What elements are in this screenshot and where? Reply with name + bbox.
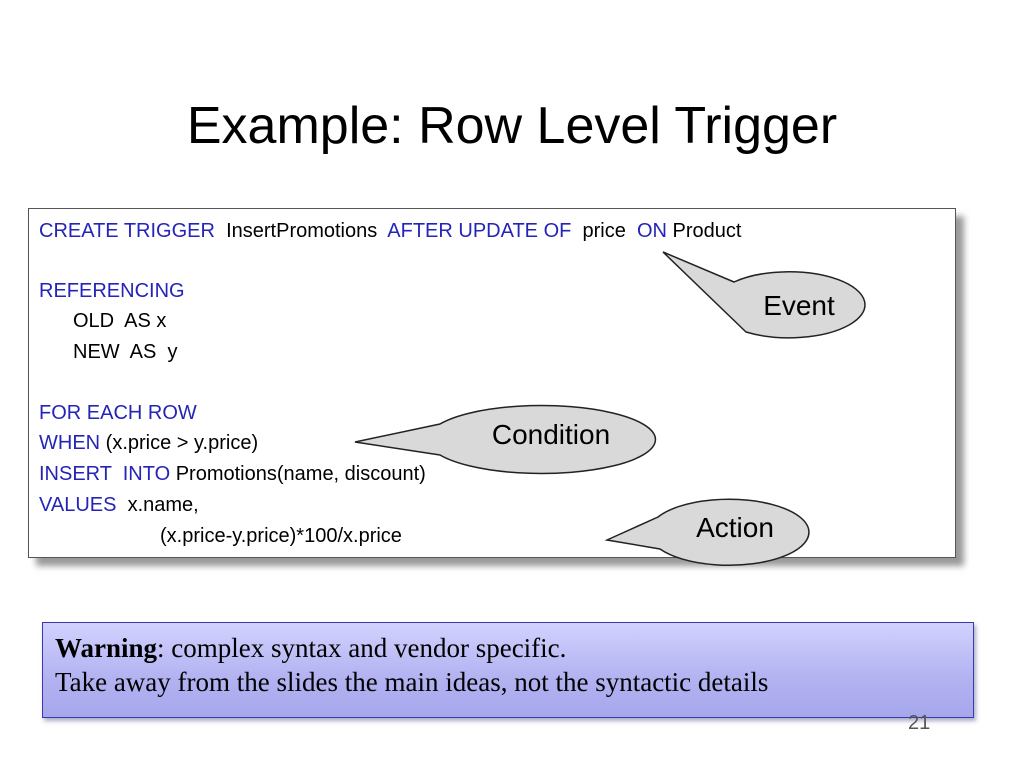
code-line-insert-into: INSERT INTO Promotions(name, discount): [39, 462, 426, 486]
insert-target: Promotions(name, discount): [175, 463, 426, 485]
condition-callout-bubble: [354, 404, 657, 475]
event-callout-bubble: [662, 251, 866, 339]
warning-text: : complex syntax and vendor specific.: [157, 633, 567, 663]
action-label: Action: [696, 512, 774, 543]
keyword-referencing: REFERENCING: [39, 280, 185, 302]
warning-line-1: Warning: complex syntax and vendor speci…: [55, 631, 973, 665]
code-line-referencing: REFERENCING: [39, 279, 185, 303]
code-line-values: VALUES x.name,: [39, 493, 199, 517]
warning-box: Warning: complex syntax and vendor speci…: [42, 622, 974, 718]
event-label: Event: [763, 290, 835, 321]
condition-label: Condition: [491, 419, 611, 450]
keyword-insert-into: INSERT INTO: [39, 463, 171, 485]
keyword-when: WHEN: [39, 432, 101, 454]
column-name: price: [582, 220, 626, 242]
keyword-values: VALUES: [39, 494, 117, 516]
code-line-values-expression: (x.price-y.price)*100/x.price: [160, 525, 402, 547]
keyword-on: ON: [636, 220, 667, 242]
code-line-create-trigger: CREATE TRIGGER InsertPromotions AFTER UP…: [39, 219, 741, 243]
page-number: 21: [908, 712, 931, 734]
code-line-new-as: NEW AS y: [73, 341, 178, 363]
when-condition: (x.price > y.price): [105, 432, 259, 454]
code-line-for-each-row: FOR EACH ROW: [39, 401, 197, 425]
code-line-old-as: OLD AS x: [73, 310, 167, 332]
trigger-name: InsertPromotions: [226, 220, 378, 242]
warning-line-2: Take away from the slides the main ideas…: [55, 667, 769, 697]
values-first: x.name,: [127, 494, 199, 516]
keyword-create-trigger: CREATE TRIGGER: [39, 220, 215, 242]
trigger-code-box: CREATE TRIGGER InsertPromotions AFTER UP…: [28, 208, 956, 558]
table-name: Product: [672, 220, 742, 242]
keyword-after-update-of: AFTER UPDATE OF: [387, 220, 572, 242]
slide-title: Example: Row Level Trigger: [186, 97, 838, 155]
code-line-when: WHEN (x.price > y.price): [39, 431, 258, 455]
keyword-for-each-row: FOR EACH ROW: [39, 402, 197, 424]
warning-bold-label: Warning: [55, 633, 158, 663]
action-callout-bubble: [604, 498, 810, 566]
